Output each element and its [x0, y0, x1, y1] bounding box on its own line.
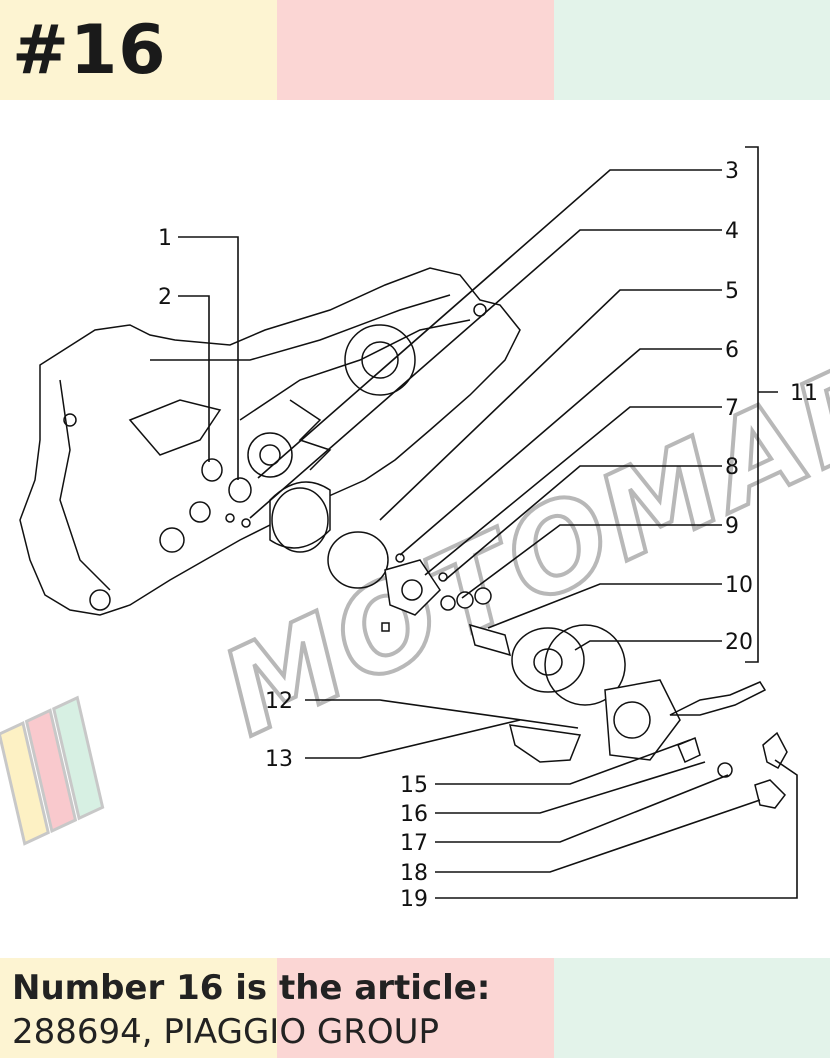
callout-4: 4 [725, 219, 739, 244]
callout-6: 6 [725, 338, 739, 363]
callout-10: 10 [725, 573, 753, 598]
footer-band [0, 958, 830, 1058]
callout-12: 12 [265, 689, 293, 714]
article-caption-title: Number 16 is the article: [12, 968, 491, 1008]
callout-1: 1 [158, 226, 172, 251]
callout-8: 8 [725, 455, 739, 480]
callout-20: 20 [725, 630, 753, 655]
page-title: #16 [12, 11, 167, 90]
callout-18: 18 [400, 861, 428, 886]
callout-17: 17 [400, 831, 428, 856]
callout-15: 15 [400, 773, 428, 798]
footer-band-green [554, 958, 830, 1058]
callout-13: 13 [265, 747, 293, 772]
callout-3: 3 [725, 159, 739, 184]
callout-labels: 1 2 3 4 5 6 7 8 9 10 11 12 13 15 16 17 1… [158, 159, 818, 912]
callout-2: 2 [158, 285, 172, 310]
callout-7: 7 [725, 396, 739, 421]
exploded-parts-diagram: MOTOMARCIA [0, 146, 830, 912]
footer-band-pink [277, 958, 554, 1058]
watermark: MOTOMARCIA [0, 230, 830, 846]
header-band-yellow [0, 0, 277, 100]
header-band-green [554, 0, 830, 100]
leader-lines [178, 146, 798, 899]
callout-5: 5 [725, 279, 739, 304]
crankcase [19, 267, 521, 616]
header-band [0, 0, 830, 100]
callout-11: 11 [790, 381, 818, 406]
header-band-pink [277, 0, 554, 100]
footer-band-yellow [0, 958, 277, 1058]
case-parts [201, 458, 788, 809]
callout-16: 16 [400, 802, 428, 827]
callout-9: 9 [725, 514, 739, 539]
article-caption-value: 288694, PIAGGIO GROUP [12, 1012, 440, 1052]
callout-19: 19 [400, 887, 428, 912]
